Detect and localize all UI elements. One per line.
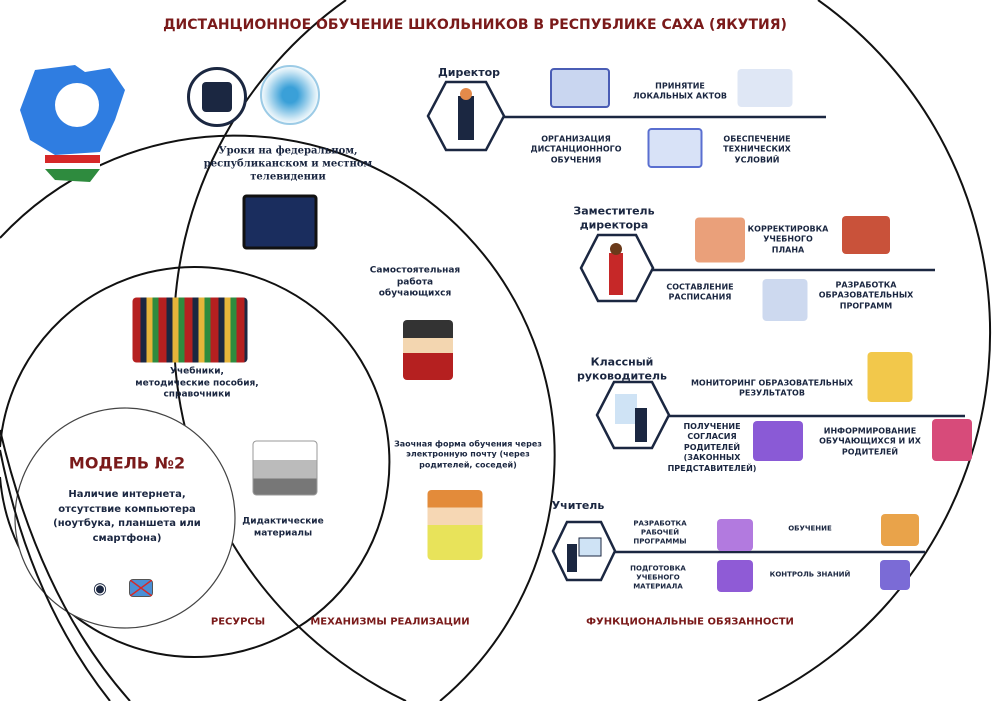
yakutia-map-icon bbox=[20, 65, 125, 182]
line: Учебники, bbox=[170, 366, 224, 377]
page-title: ДИСТАНЦИОННОЕ ОБУЧЕНИЕ ШКОЛЬНИКОВ В РЕСП… bbox=[163, 17, 787, 33]
model-heading: МОДЕЛЬ №2 bbox=[68, 453, 186, 473]
tv-line: Уроки на федеральном, bbox=[218, 145, 358, 157]
role-director: Директор bbox=[437, 66, 501, 80]
role-teacher: Учитель bbox=[551, 499, 605, 513]
task-technical-conditions: ОБЕСПЕЧЕНИЕ ТЕХНИЧЕСКИХ УСЛОВИЙ bbox=[723, 134, 791, 165]
illustration-planning bbox=[550, 68, 610, 108]
tv-line: телевидении bbox=[250, 171, 326, 183]
task-curriculum-adjustment: КОРРЕКТИРОВКА УЧЕБНОГО ПЛАНА bbox=[747, 224, 829, 255]
tv-line: республиканском и местном bbox=[203, 158, 373, 170]
line: методические пособия, bbox=[135, 378, 259, 389]
line: Наличие интернета, bbox=[68, 489, 186, 500]
no-computer-icon bbox=[129, 579, 153, 597]
line: работа bbox=[396, 277, 434, 288]
mechanisms-label: МЕХАНИЗМЫ РЕАЛИЗАЦИИ bbox=[310, 616, 470, 628]
child-reading-icon bbox=[427, 490, 483, 560]
printer-documents-icon bbox=[252, 440, 318, 496]
correspondence-text: Заочная форма обучения через электронную… bbox=[394, 439, 542, 470]
line: Самостоятельная bbox=[369, 265, 461, 276]
role-class-teacher: Классный руководитель bbox=[576, 355, 668, 382]
line: родителей, соседей) bbox=[419, 460, 517, 470]
illustration-megaphone bbox=[932, 419, 972, 461]
task-local-acts: ПРИНЯТИЕ ЛОКАЛЬНЫХ АКТОВ bbox=[633, 81, 727, 101]
didactic-text: Дидактические материалы bbox=[242, 516, 323, 539]
line: электронную почту (через bbox=[406, 449, 530, 459]
illustration-teaching bbox=[881, 514, 919, 546]
arc-left-2 bbox=[0, 449, 111, 701]
books-icon bbox=[132, 297, 248, 363]
model-description: Наличие интернета, отсутствие компьютера… bbox=[53, 488, 201, 546]
director-hexagon bbox=[426, 80, 506, 152]
ministry-logo bbox=[187, 67, 247, 127]
illustration-target bbox=[753, 421, 803, 461]
tv-icon bbox=[242, 194, 318, 250]
class-teacher-hexagon bbox=[595, 380, 671, 450]
line: Дидактические bbox=[242, 516, 324, 527]
duties-label: ФУНКЦИОНАЛЬНЫЕ ОБЯЗАННОСТИ bbox=[586, 616, 794, 628]
task-knowledge-control: КОНТРОЛЬ ЗНАНИЙ bbox=[769, 570, 851, 579]
task-scheduling: СОСТАВЛЕНИЕ РАСПИСАНИЯ bbox=[666, 282, 734, 302]
illustration-school bbox=[842, 216, 890, 254]
illustration-materials bbox=[717, 560, 753, 592]
task-work-program: РАЗРАБОТКА РАБОЧЕЙ ПРОГРАММЫ bbox=[633, 519, 687, 546]
illustration-meeting bbox=[737, 69, 793, 107]
illustration-schedule bbox=[762, 279, 808, 321]
circle-model bbox=[14, 407, 236, 629]
tv-lessons-text: Уроки на федеральном, республиканском и … bbox=[204, 145, 372, 184]
wifi-icon: ◉ bbox=[93, 578, 107, 598]
outer-circle-duties bbox=[757, 0, 992, 701]
student-on-books-icon bbox=[403, 320, 453, 380]
textbooks-text: Учебники, методические пособия, справочн… bbox=[135, 366, 258, 401]
self-work-text: Самостоятельная работа обучающихся bbox=[370, 265, 460, 300]
task-materials-prep: ПОДГОТОВКА УЧЕБНОГО МАТЕРИАЛА bbox=[630, 564, 686, 591]
arc-left-1 bbox=[0, 429, 131, 701]
line: обучающихся bbox=[378, 288, 452, 299]
task-monitoring-results: МОНИТОРИНГ ОБРАЗОВАТЕЛЬНЫХ РЕЗУЛЬТАТОВ bbox=[690, 378, 854, 398]
task-parent-consent: ПОЛУЧЕНИЕ СОГЛАСИЯ РОДИТЕЛЕЙ (ЗАКОННЫХ П… bbox=[667, 422, 757, 473]
role-deputy-director: Заместитель директора bbox=[573, 204, 655, 231]
illustration-science bbox=[695, 217, 745, 263]
illustration-online-class bbox=[647, 128, 703, 168]
line: Заочная форма обучения через bbox=[394, 439, 542, 449]
illustration-work-program bbox=[717, 519, 753, 551]
line: справочники bbox=[163, 389, 231, 400]
line: отсутствие компьютера bbox=[58, 503, 196, 515]
institute-logo bbox=[260, 65, 320, 125]
circle-resources bbox=[0, 266, 391, 658]
line: материалы bbox=[253, 528, 313, 538]
illustration-control bbox=[880, 560, 910, 590]
illustration-monitoring bbox=[867, 352, 913, 402]
task-informing: ИНФОРМИРОВАНИЕ ОБУЧАЮЩИХСЯ И ИХ РОДИТЕЛЕ… bbox=[819, 426, 921, 457]
task-teaching: ОБУЧЕНИЕ bbox=[788, 524, 832, 533]
task-program-development: РАЗРАБОТКА ОБРАЗОВАТЕЛЬНЫХ ПРОГРАММ bbox=[818, 280, 914, 311]
circle-mechanisms bbox=[0, 134, 556, 701]
task-organize-distance-learning: ОРГАНИЗАЦИЯ ДИСТАНЦИОННОГО ОБУЧЕНИЯ bbox=[530, 134, 622, 165]
resources-label: РЕСУРСЫ bbox=[210, 616, 266, 628]
line: (ноутбука, планшета или bbox=[53, 518, 201, 529]
teacher-hexagon bbox=[551, 520, 617, 582]
deputy-director-hexagon bbox=[579, 233, 655, 303]
line: смартфона) bbox=[92, 532, 162, 544]
